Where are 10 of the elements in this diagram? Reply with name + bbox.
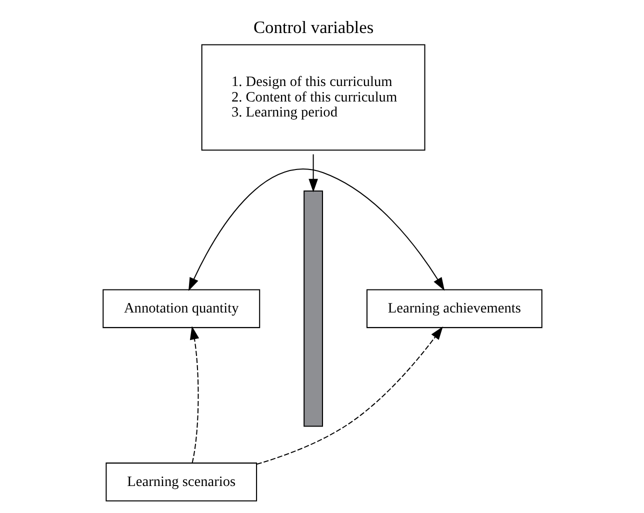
node-box: Annotation quantity <box>102 288 260 328</box>
arrow <box>256 326 442 464</box>
node-box: 1. Design of this curriculum 2. Content of this curriculum 3. Learning period <box>200 44 425 150</box>
arrow <box>308 154 318 192</box>
arrow <box>188 168 444 290</box>
arrow <box>189 326 199 463</box>
node-box: Learning achievements <box>366 288 542 328</box>
node-box: Learning scenarios <box>105 462 257 501</box>
node-bar <box>303 190 323 426</box>
node-label: Control variables <box>252 18 374 37</box>
